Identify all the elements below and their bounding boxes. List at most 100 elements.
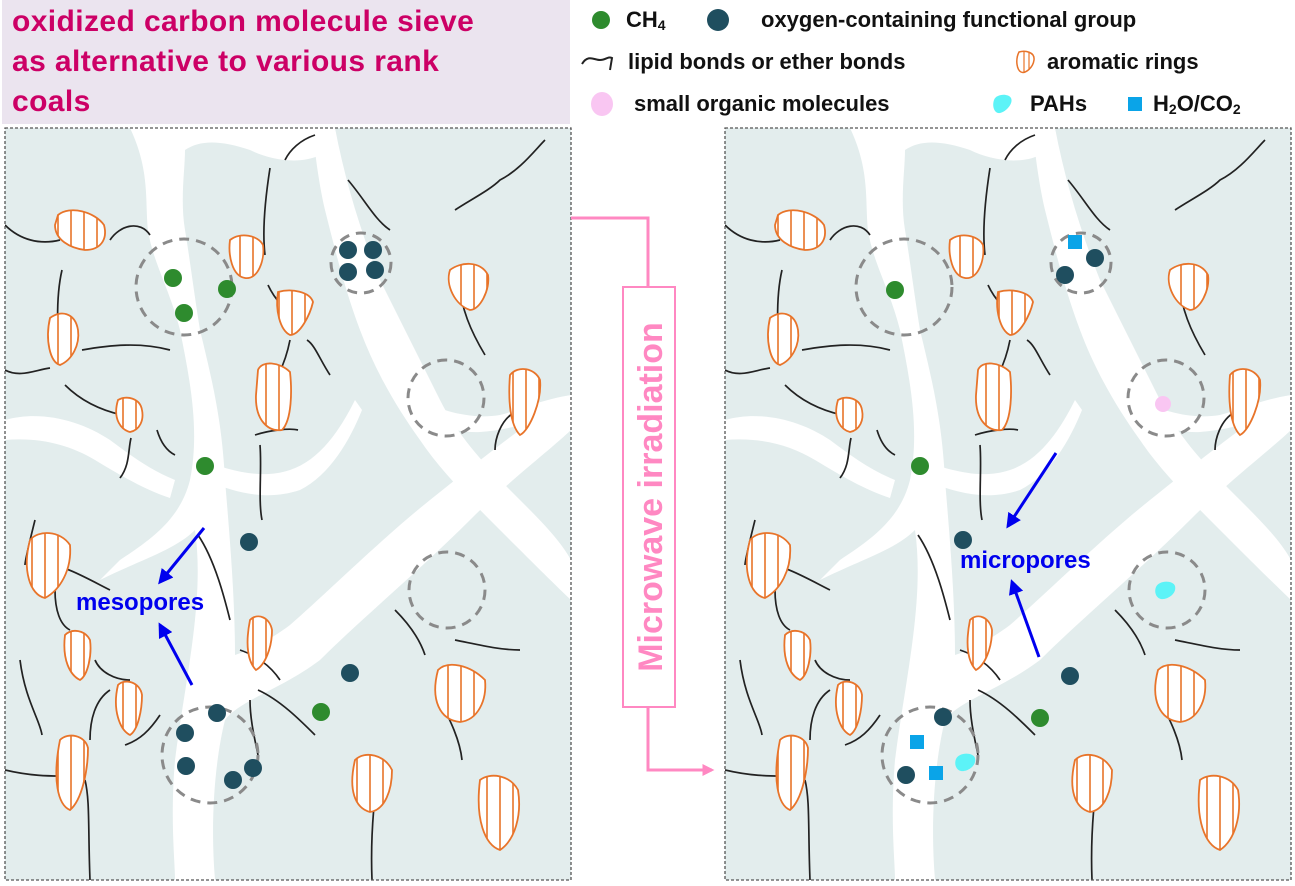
- aromatic-ring: [1228, 368, 1262, 437]
- lipid-ether-bond: [394, 609, 426, 656]
- lipid-ether-bond: [284, 134, 316, 161]
- micropores-arrow-lower: [1009, 579, 1041, 658]
- h2o-co2-molecule: [1068, 235, 1082, 249]
- aromatic-ring: [996, 289, 1034, 336]
- pore-highlight-circle: [854, 237, 954, 337]
- oxygen-functional-group: [954, 531, 972, 549]
- panel-content: [5, 128, 571, 880]
- lipid-ether-bond: [5, 367, 51, 375]
- lipid-ether-bond: [19, 659, 43, 736]
- aromatic-ring: [783, 629, 812, 682]
- lipid-ether-bond: [257, 689, 316, 736]
- lipid-ether-bond: [1004, 134, 1036, 161]
- connector-line-top: [571, 216, 650, 287]
- oxygen-functional-group: [208, 704, 226, 722]
- legend-label-h2o-co2: H2O/CO2: [1153, 91, 1241, 117]
- oxygen-functional-group: [339, 241, 357, 259]
- aromatic-ring: [54, 209, 106, 251]
- lipid-ether-bond: [839, 437, 852, 479]
- legend-item-aromatic: aromatic rings: [1013, 42, 1199, 82]
- aromatic-ring: [948, 234, 985, 279]
- aromatic-ring: [351, 753, 393, 813]
- pore-channel: [725, 416, 895, 498]
- lipid-ether-bond: [917, 534, 951, 621]
- lipid-ether-bond: [124, 714, 161, 746]
- mesopores-annotation: mesopores: [76, 527, 206, 686]
- lipid-ether-bond: [725, 367, 771, 375]
- pore-channel: [1032, 128, 1291, 600]
- lipid-ether-bond: [454, 139, 546, 211]
- aromatic-ring: [115, 396, 144, 433]
- oxygen-functional-group: [934, 708, 952, 726]
- lipid-ether-bond: [347, 179, 391, 231]
- lipid-ether-bond: [109, 225, 151, 241]
- legend-item-pahs: PAHs: [990, 84, 1087, 124]
- lipid-ether-bond: [89, 689, 111, 741]
- lipid-ether-bond: [54, 589, 71, 631]
- legend-label-small: small organic molecules: [634, 91, 890, 116]
- connector-arrow-bottom: [646, 707, 715, 776]
- ch4-molecule: [1031, 709, 1049, 727]
- oxygen-functional-group: [1061, 667, 1079, 685]
- ch4-molecule: [312, 703, 330, 721]
- pore-channel: [100, 128, 571, 880]
- pore-highlight-circle: [329, 231, 393, 295]
- lipid-ether-bond: [156, 429, 176, 456]
- micropores-arrow-upper: [1006, 452, 1058, 529]
- panel-before: [5, 128, 571, 880]
- aromatic-ring: [746, 532, 792, 599]
- legend-item-bonds: lipid bonds or ether bonds: [580, 42, 905, 82]
- lipid-ether-bond: [454, 639, 521, 651]
- pore-highlight-circle: [880, 705, 980, 805]
- legend-label-oxygen: oxygen-containing functional group: [761, 7, 1137, 32]
- wavy-line-icon: [581, 56, 614, 71]
- micropores-annotation: micropores: [960, 452, 1091, 658]
- lipid-ether-bond: [84, 779, 91, 880]
- aromatic-ring: [775, 734, 809, 812]
- aromatic-ring: [115, 680, 143, 737]
- lipid-ether-bond: [809, 689, 831, 741]
- lipid-ether-bond: [94, 659, 131, 681]
- lipid-ether-bond: [982, 167, 991, 256]
- ch4-molecule: [164, 269, 182, 287]
- oxygen-functional-group: [244, 759, 262, 777]
- lipid-ether-bond: [1174, 639, 1241, 651]
- pore-highlight-circle: [160, 705, 260, 805]
- ch4-molecule: [886, 281, 904, 299]
- oxygen-functional-group: [240, 533, 258, 551]
- pore-channel: [920, 400, 1082, 496]
- lipid-ether-bond: [829, 225, 871, 241]
- aromatic-ring: [767, 312, 800, 366]
- aromatic-ring: [26, 532, 72, 599]
- process-label-box: [622, 286, 676, 708]
- lipid-ether-bond: [739, 659, 763, 736]
- blue-square-icon: [1128, 97, 1142, 111]
- legend-item-small: small organic molecules: [590, 84, 890, 124]
- lipid-ether-bond: [306, 339, 331, 376]
- pore-channel: [200, 400, 362, 496]
- title-line-3: coals: [12, 85, 91, 118]
- oxygen-functional-group: [176, 724, 194, 742]
- lipid-ether-bond: [259, 444, 263, 521]
- pore-highlight-circle: [407, 550, 487, 630]
- aromatic-ring: [835, 396, 864, 433]
- pore-channel: [820, 128, 1291, 880]
- panel-content: [725, 128, 1291, 880]
- aromatic-ring: [508, 368, 542, 437]
- aromatic-ring: [1071, 753, 1113, 813]
- aromatic-ring: [966, 615, 993, 672]
- pore-highlight-circle: [406, 358, 486, 438]
- lipid-ether-bond: [844, 714, 881, 746]
- aromatic-ring: [835, 680, 863, 737]
- legend-label-pahs: PAHs: [1030, 91, 1088, 116]
- legend-label-bonds: lipid bonds or ether bonds: [628, 49, 906, 74]
- ch4-molecule: [196, 457, 214, 475]
- aromatic-ring: [246, 615, 273, 672]
- lipid-ether-bond: [262, 167, 271, 256]
- pore-channel: [312, 128, 571, 600]
- panel-before-frame: [4, 127, 572, 881]
- legend: CH4 oxygen-containing functional group l…: [581, 0, 1295, 124]
- lipid-ether-bond: [1114, 609, 1146, 656]
- oxygen-functional-group: [339, 263, 357, 281]
